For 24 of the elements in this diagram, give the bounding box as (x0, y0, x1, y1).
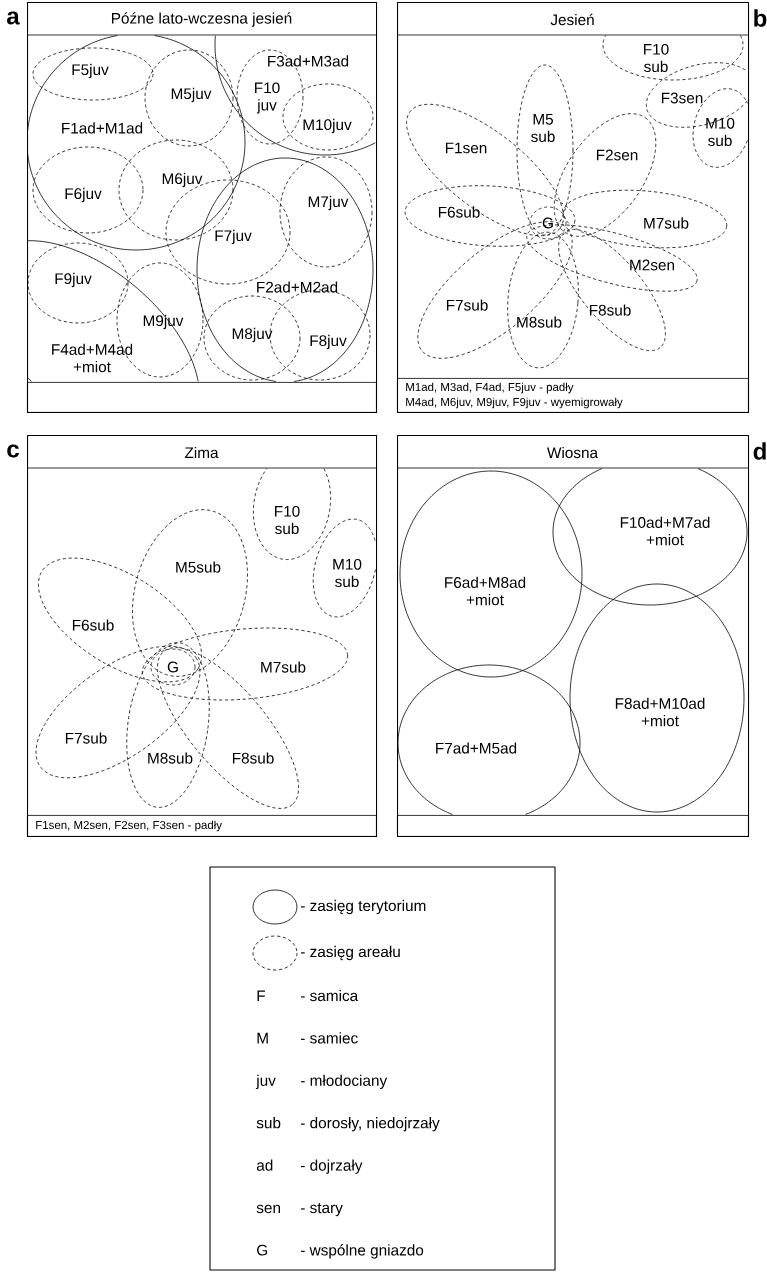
abbreviation-meaning: - dojrzały (300, 1159, 363, 1174)
abbreviation-meaning: - dorosły, niedojrzały (300, 1117, 440, 1132)
note-band: F1sen, M2sen, F2sen, F3sen - padły (27, 815, 377, 837)
legend-text: - zasięg areału (300, 945, 400, 961)
abbreviation: G (257, 1244, 268, 1256)
abbreviation-meaning: - stary (300, 1203, 343, 1217)
abbreviation-meaning: - wspólne gniazdo (300, 1244, 424, 1259)
panel-letter: b (754, 9, 767, 27)
legend-text: - zasięg terytorium (300, 899, 426, 915)
abbreviation: sen (256, 1204, 280, 1214)
panel-letter: d (753, 442, 766, 460)
empty-band (397, 815, 749, 837)
abbreviation-meaning: - samiec (300, 1032, 358, 1044)
empty-band (27, 382, 377, 413)
abbreviation: ad (256, 1159, 273, 1171)
abbreviation: M (257, 1032, 268, 1044)
panel-letter: c (7, 444, 19, 458)
panel-letter: a (7, 11, 20, 25)
abbreviation: sub (256, 1117, 281, 1129)
abbreviation: juv (255, 1074, 276, 1089)
abbreviation-meaning: - młodociany (300, 1074, 388, 1089)
abbreviation-meaning: - samica (300, 989, 359, 1002)
note-band: M1ad, M3ad, F4ad, F5juv - padły M4ad, M6juv, M9juv, F9juv - wyemigrowały (397, 378, 749, 413)
abbreviation: F (257, 990, 265, 1001)
